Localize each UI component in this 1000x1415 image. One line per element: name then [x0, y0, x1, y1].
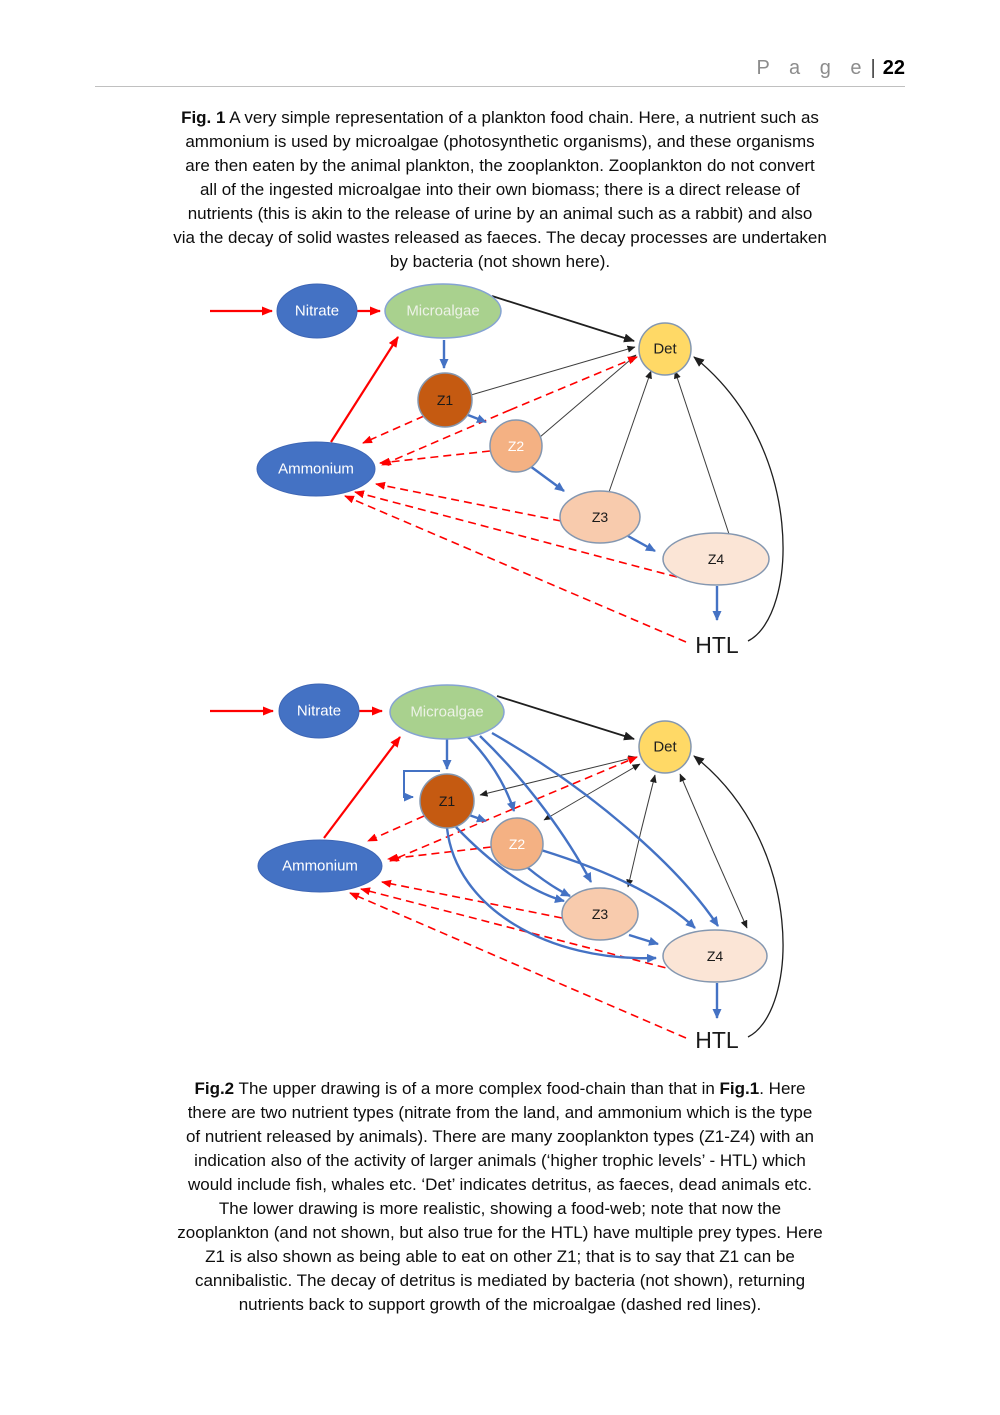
- svg-text:Z4: Z4: [707, 948, 724, 964]
- upper-node-z1: Z1: [417, 372, 473, 428]
- lower-node-z4: Z4: [662, 929, 768, 983]
- upper-node-z3: Z3: [559, 490, 641, 544]
- svg-text:Nitrate: Nitrate: [295, 303, 339, 320]
- page-header-label: P a g e: [756, 57, 869, 79]
- svg-text:Ammonium: Ammonium: [278, 461, 354, 478]
- fig2-caption-line4: indication also of the activity of large…: [194, 1151, 806, 1170]
- lower-detritus-arrows: [479, 695, 784, 1038]
- svg-text:Ammonium: Ammonium: [282, 858, 358, 875]
- fig2-caption-line7: zooplankton (and not shown, but also tru…: [177, 1223, 823, 1242]
- fig2-caption-label: Fig.2: [194, 1079, 235, 1098]
- svg-text:Microalgae: Microalgae: [406, 303, 479, 320]
- page-header-separator: |: [870, 57, 876, 79]
- fig2-caption-line3: of nutrient released by animals). There …: [185, 1127, 815, 1146]
- header-rule: [95, 86, 905, 87]
- svg-text:Z3: Z3: [592, 906, 609, 922]
- svg-text:Det: Det: [653, 739, 677, 756]
- fig2-caption: Fig.2 The upper drawing is of a more com…: [95, 1077, 905, 1317]
- upper-feeding-arrows: [439, 340, 722, 621]
- upper-node-ammonium: Ammonium: [256, 441, 376, 497]
- page-number: 22: [882, 57, 905, 79]
- fig2-caption-line5: would include fish, whales etc. ‘Det’ in…: [188, 1175, 812, 1194]
- fig1-caption-line5: nutrients (this is akin to the release o…: [187, 204, 813, 223]
- fig2-caption-line9: cannibalistic. The decay of detritus is …: [194, 1271, 806, 1290]
- svg-text:Z3: Z3: [592, 509, 609, 525]
- fig1-caption-line7: by bacteria (not shown here).: [389, 252, 611, 271]
- fig2-caption-line2: there are two nutrient types (nitrate fr…: [187, 1103, 813, 1122]
- svg-text:Microalgae: Microalgae: [410, 704, 483, 721]
- lower-node-nitrate: Nitrate: [278, 683, 360, 739]
- fig1-caption-line2: ammonium is used by microalgae (photosyn…: [185, 132, 815, 151]
- lower-node-z3: Z3: [561, 887, 639, 941]
- upper-node-nitrate: Nitrate: [276, 283, 358, 339]
- svg-text:Z2: Z2: [508, 438, 525, 454]
- lower-feeding-arrows: [403, 731, 722, 1019]
- upper-htl-label: HTL: [695, 632, 739, 658]
- fig1-caption-line6: via the decay of solid wastes released a…: [173, 228, 827, 247]
- svg-text:Z4: Z4: [708, 551, 725, 567]
- upper-node-z4: Z4: [662, 532, 770, 586]
- fig1-caption-line4: all of the ingested microalgae into thei…: [199, 180, 801, 199]
- lower-htl-label: HTL: [695, 1027, 739, 1053]
- lower-release-arrows: [349, 756, 687, 1039]
- lower-node-z1: Z1: [419, 773, 475, 829]
- svg-text:Det: Det: [653, 341, 677, 358]
- fig2-caption-line1: The upper drawing is of a more complex f…: [234, 1079, 720, 1098]
- svg-text:Z1: Z1: [437, 392, 454, 408]
- fig1-caption-line3: are then eaten by the animal plankton, t…: [185, 156, 815, 175]
- lower-food-web-diagram: Nitrate Microalgae Det Z1 Z2 Z3: [210, 683, 784, 1053]
- fig1-caption-label: Fig. 1: [181, 108, 226, 127]
- upper-release-arrows: [344, 356, 687, 643]
- fig2-caption-line6: The lower drawing is more realistic, sho…: [218, 1199, 782, 1218]
- svg-text:Z1: Z1: [439, 793, 456, 809]
- fig2-caption-line10: nutrients back to support growth of the …: [238, 1295, 762, 1314]
- svg-text:Nitrate: Nitrate: [297, 703, 341, 720]
- fig1-caption-line1: A very simple representation of a plankt…: [225, 108, 819, 127]
- svg-text:Z2: Z2: [509, 836, 526, 852]
- upper-node-z2: Z2: [489, 419, 543, 473]
- upper-food-chain-diagram: Nitrate Microalgae Det Z1 Z2 Z3: [210, 283, 784, 658]
- lower-nutrient-arrows: [210, 706, 401, 839]
- upper-nutrient-arrows: [210, 306, 399, 443]
- upper-node-detritus: Det: [638, 322, 692, 376]
- lower-node-detritus: Det: [638, 720, 692, 774]
- z1-cannibalism-loop: [403, 770, 440, 802]
- fig2-caption-line1-end: . Here: [759, 1079, 806, 1098]
- fig2-caption-fig1-ref: Fig.1: [719, 1079, 760, 1098]
- upper-detritus-arrows: [470, 295, 784, 642]
- fig1-caption: Fig. 1 A very simple representation of a…: [95, 106, 905, 274]
- lower-node-microalgae: Microalgae: [389, 684, 505, 740]
- fig2-caption-line8: Z1 is also shown as being able to eat on…: [205, 1247, 795, 1266]
- upper-node-microalgae: Microalgae: [384, 283, 502, 339]
- lower-node-ammonium: Ammonium: [257, 839, 383, 893]
- lower-node-z2: Z2: [490, 817, 544, 871]
- page-header: P a g e| 22: [757, 57, 905, 80]
